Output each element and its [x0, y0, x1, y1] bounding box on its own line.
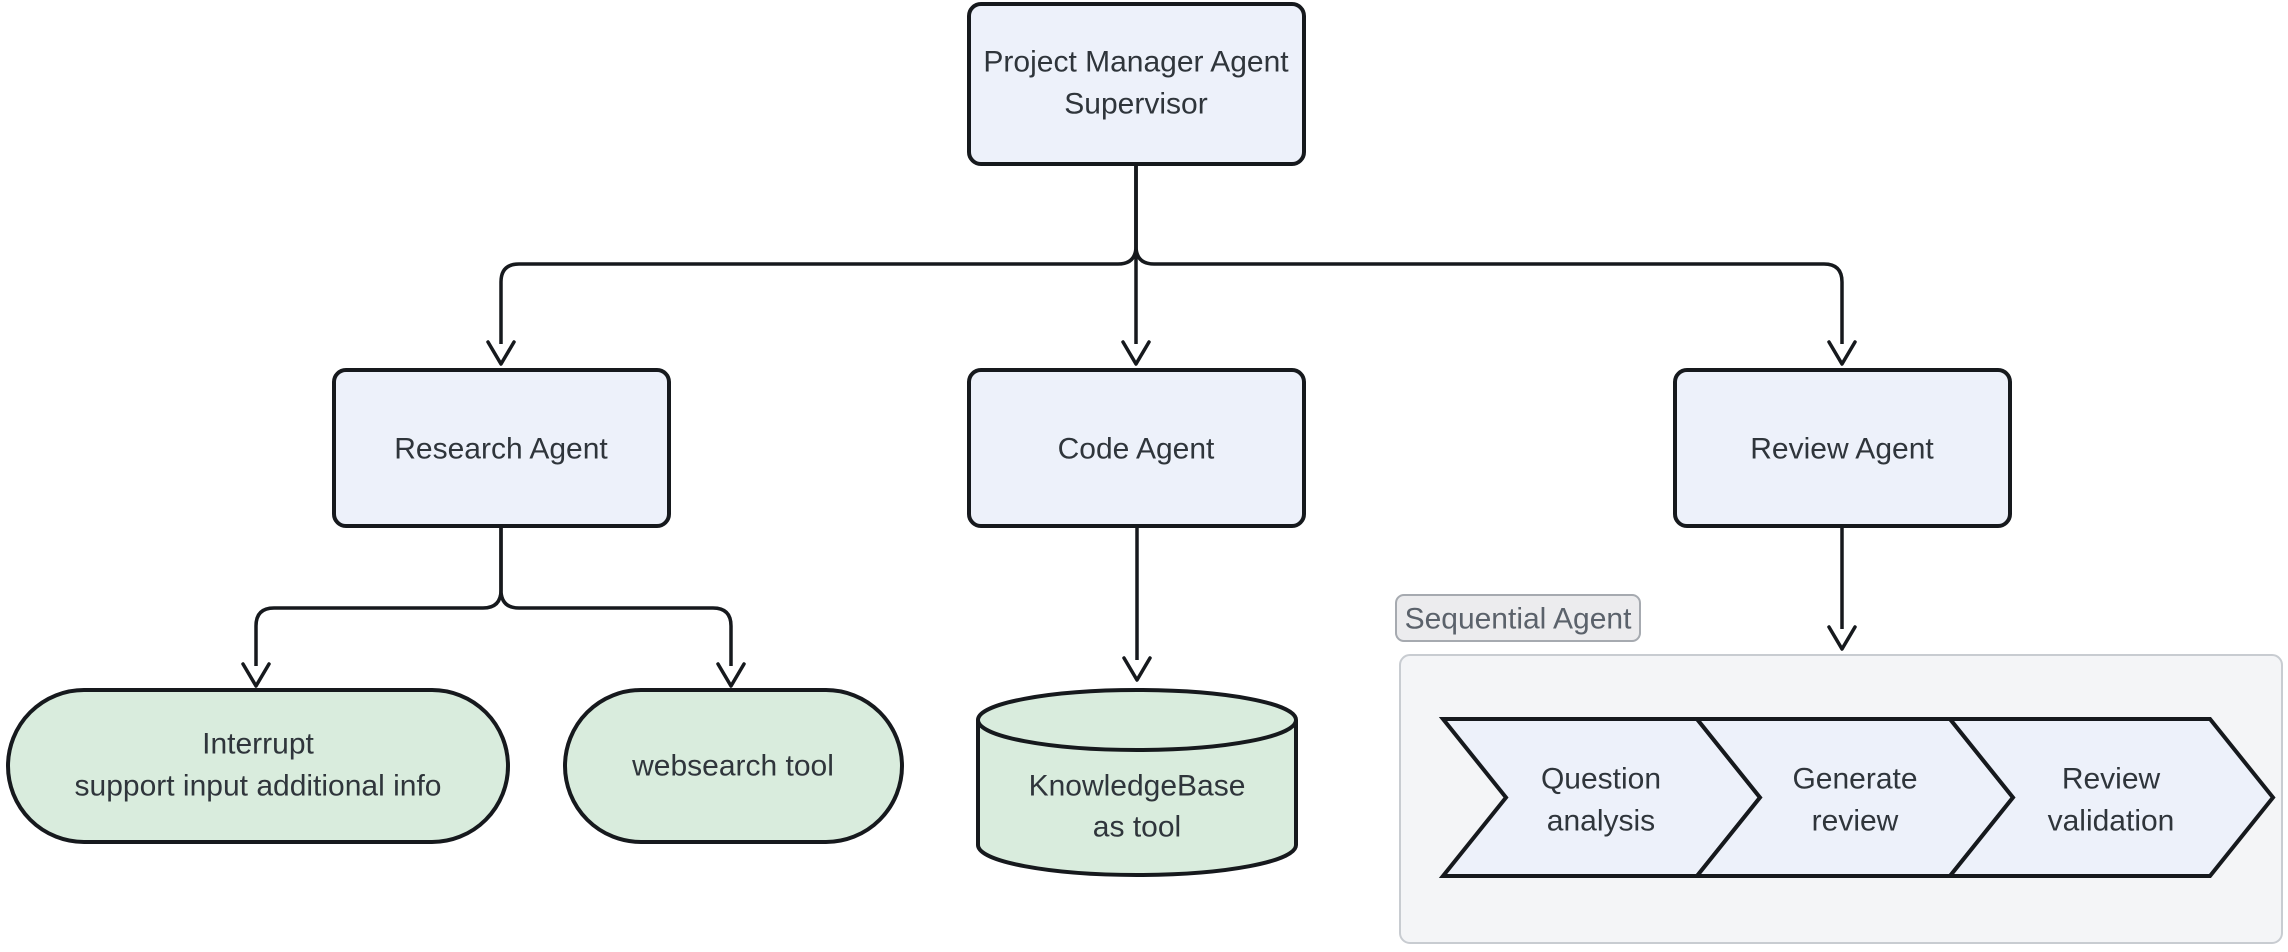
node-label: Code Agent — [1058, 433, 1215, 466]
chevron-step-question-analysis: Question analysis — [1438, 717, 1763, 878]
arrow-down-icon — [1121, 340, 1151, 366]
node-label-line1: Project Manager Agent — [983, 46, 1289, 79]
arrow-down-icon — [1827, 340, 1857, 366]
edge-supervisor-research — [499, 164, 1138, 344]
node-label: Review Agent — [1750, 433, 1934, 466]
node-label-line1: KnowledgeBase — [1029, 770, 1246, 803]
node-label-line2: Supervisor — [1064, 88, 1207, 121]
arrow-down-icon — [486, 340, 516, 366]
node-label-line2: as tool — [1093, 811, 1181, 844]
arrow-down-icon — [1122, 656, 1152, 682]
database-cylinder-icon — [976, 720, 1298, 877]
stadium-shape — [6, 688, 510, 844]
chevron-step-review-validation: Review validation — [1945, 717, 2276, 878]
node-box — [332, 368, 671, 528]
chevron-label-line1: Generate — [1792, 763, 1917, 796]
node-box — [967, 368, 1306, 528]
node-label: websearch tool — [631, 750, 834, 783]
node-research-agent: Research Agent — [332, 368, 671, 528]
edges — [241, 164, 1857, 688]
stadium-shape — [563, 688, 904, 844]
chevron-label-line2: validation — [2048, 805, 2175, 838]
node-project-manager-supervisor: Project Manager Agent Supervisor — [967, 2, 1306, 166]
cylinder-top — [976, 688, 1298, 752]
node-interrupt-support: Interrupt support input additional info — [6, 688, 510, 844]
cluster-label: Sequential Agent — [1405, 603, 1633, 636]
node-knowledgebase: KnowledgeBase as tool — [976, 688, 1298, 877]
chevron-label-line1: Review — [2062, 763, 2161, 796]
node-box — [967, 2, 1306, 166]
node-label-line2: support input additional info — [75, 770, 442, 803]
edge-research-websearch — [499, 526, 733, 666]
chevron-label-line1: Question — [1541, 763, 1661, 796]
arrow-down-icon — [241, 662, 271, 688]
edge-supervisor-review — [1134, 164, 1844, 344]
node-websearch-tool: websearch tool — [563, 688, 904, 844]
node-box — [1673, 368, 2012, 528]
chevron-label-line2: review — [1812, 805, 1899, 838]
chevron-shape — [1945, 717, 2276, 878]
sequential-agent-cluster: Sequential Agent Question analysis Gener… — [1395, 594, 2283, 944]
node-label-line1: Interrupt — [202, 728, 314, 761]
chevron-label-line2: analysis — [1547, 805, 1655, 838]
cluster-label-badge — [1395, 594, 1641, 642]
node-code-agent: Code Agent — [967, 368, 1306, 528]
arrow-down-icon — [716, 662, 746, 688]
node-label: Research Agent — [394, 433, 608, 466]
edge-research-interrupt — [254, 526, 503, 666]
arrow-down-icon — [1827, 625, 1857, 651]
node-review-agent: Review Agent — [1673, 368, 2012, 528]
